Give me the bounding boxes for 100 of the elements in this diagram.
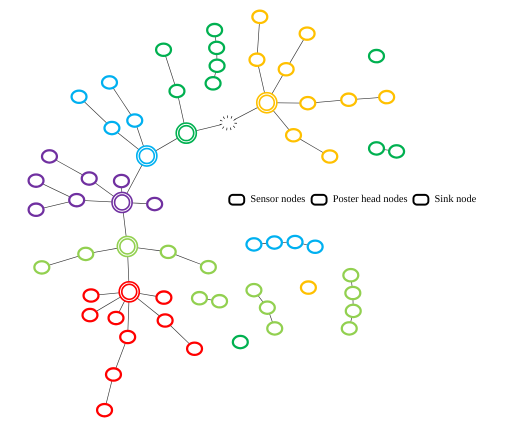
- node-circle: [344, 286, 362, 300]
- connector: [112, 88, 132, 116]
- node-circle: [136, 145, 158, 167]
- connector: [55, 160, 84, 176]
- legend-label: Poster head nodes: [332, 194, 408, 206]
- connector: [356, 97, 380, 100]
- node-circle: [40, 149, 58, 164]
- connector: [272, 74, 284, 94]
- node-circle: [388, 144, 406, 159]
- node-circle: [112, 174, 130, 188]
- node-circle: [208, 58, 226, 74]
- node-circle: [119, 330, 136, 344]
- node-circle: [245, 282, 263, 298]
- node-circle: [251, 10, 268, 24]
- node-circle: [284, 128, 302, 143]
- node-circle: [286, 234, 304, 250]
- connector: [269, 313, 273, 323]
- node-circle: [208, 40, 226, 56]
- connector: [106, 380, 112, 404]
- node-circle: [306, 239, 324, 254]
- node-circle: [278, 62, 295, 77]
- connector: [43, 202, 70, 208]
- node-circle: [378, 90, 396, 104]
- connector: [234, 107, 258, 120]
- node-circle: [103, 120, 121, 136]
- node-circle: [204, 76, 222, 91]
- node-circle: [104, 367, 122, 382]
- connector: [84, 200, 112, 202]
- node-circle: [299, 96, 316, 110]
- node-circle: [206, 22, 224, 38]
- node-circle: [232, 334, 249, 350]
- connector: [96, 296, 121, 312]
- connector: [127, 256, 130, 282]
- connector: [289, 38, 304, 64]
- node-circle: [155, 290, 172, 305]
- node-circle: [160, 244, 177, 260]
- connector: [136, 126, 144, 147]
- connector: [122, 212, 126, 237]
- node-circle: [340, 321, 358, 336]
- node-circle: [298, 26, 316, 41]
- node-circle: [342, 268, 360, 282]
- node-circle: [33, 260, 50, 275]
- node-circle: [156, 313, 174, 328]
- connector: [258, 66, 265, 94]
- node-circle: [266, 321, 284, 336]
- connector: [128, 302, 130, 332]
- node-circle: [200, 260, 217, 274]
- node-circle: [154, 42, 172, 58]
- legend-label: Sensor nodes: [250, 194, 306, 206]
- connector: [118, 300, 125, 313]
- node-circle: [175, 122, 198, 144]
- connector: [165, 56, 176, 86]
- connector: [155, 138, 178, 152]
- connector: [94, 182, 114, 197]
- connector: [300, 138, 324, 154]
- legend-label: Sink node: [434, 194, 476, 206]
- node-circle: [321, 149, 338, 164]
- node-circle: [190, 290, 208, 306]
- connector: [48, 256, 79, 266]
- node-circle: [368, 141, 386, 156]
- connector: [196, 124, 222, 132]
- node-circle: [111, 192, 133, 214]
- node-circle: [81, 308, 99, 322]
- connector: [92, 248, 118, 253]
- connector: [170, 325, 190, 344]
- connector: [174, 254, 202, 265]
- node-circle: [70, 89, 88, 104]
- node-circle: [146, 196, 164, 212]
- node-circle: [68, 192, 86, 208]
- node-circle: [368, 48, 386, 64]
- node-circle: [344, 304, 362, 318]
- node-circle: [168, 84, 186, 98]
- node-circle: [186, 341, 204, 356]
- node-circle: [80, 171, 98, 186]
- connector: [42, 183, 70, 198]
- node-circle: [266, 235, 284, 250]
- connector: [115, 342, 126, 369]
- connector: [132, 202, 148, 204]
- node-circle: [107, 310, 125, 326]
- node-circle: [258, 300, 276, 315]
- node-circle: [96, 402, 114, 418]
- connector: [178, 96, 184, 124]
- connector: [257, 22, 260, 54]
- connector: [138, 293, 157, 297]
- node-circle: [27, 202, 45, 218]
- node-circle: [256, 92, 278, 114]
- node-circle: [300, 280, 317, 295]
- connector: [98, 292, 120, 296]
- connector: [84, 101, 108, 124]
- connector: [117, 132, 140, 150]
- node-circle: [82, 288, 100, 303]
- node-circle: [100, 75, 118, 90]
- node-circle: [219, 115, 237, 130]
- node-circle: [245, 237, 263, 252]
- node-circle: [77, 246, 94, 262]
- node-circle: [126, 113, 144, 128]
- node-circle: [210, 294, 228, 309]
- connector: [276, 102, 301, 104]
- node-circle: [118, 280, 140, 303]
- connector: [126, 164, 142, 194]
